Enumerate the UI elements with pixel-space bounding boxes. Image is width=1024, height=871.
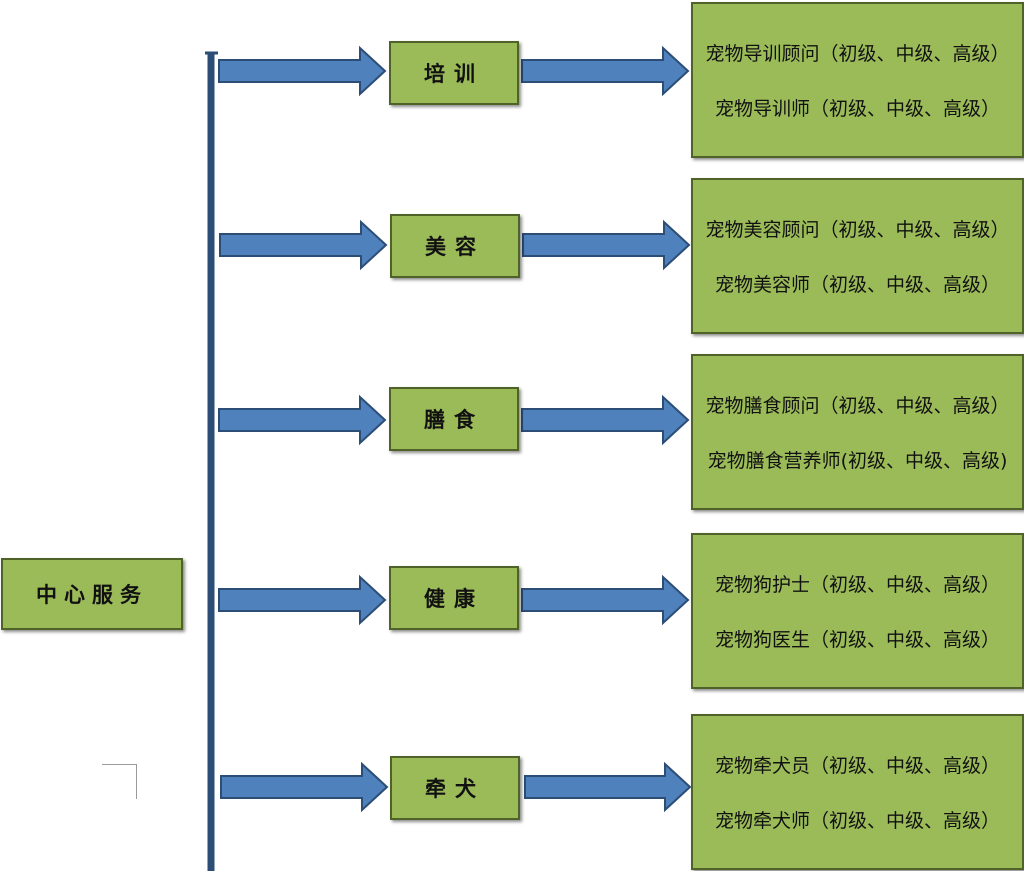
roles-node-dog-walking: 宠物牵犬员（初级、中级、高级） 宠物牵犬师（初级、中级、高级） (691, 714, 1024, 870)
arrow-trunk-to-diet (218, 394, 387, 446)
corner-mark (102, 764, 137, 799)
root-node-center-services: 中心服务 (1, 558, 183, 630)
category-node-dog-walking: 牵犬 (390, 756, 520, 820)
arrow-trunk-to-training (218, 45, 387, 97)
role-health-doctor: 宠物狗医生（初级、中级、高级） (714, 629, 1000, 652)
root-node-label: 中心服务 (36, 583, 148, 607)
category-node-training: 培训 (389, 41, 519, 105)
roles-node-training: 宠物导训顾问（初级、中级、高级） 宠物导训师（初级、中级、高级） (691, 2, 1024, 158)
arrow-trunk-to-dog-walking (220, 761, 389, 813)
category-label-training: 培训 (424, 62, 484, 86)
arrow-grooming-to-roles (522, 219, 691, 271)
roles-node-grooming: 宠物美容顾问（初级、中级、高级） 宠物美容师（初级、中级、高级） (691, 178, 1024, 334)
category-label-health: 健康 (424, 587, 484, 611)
role-diet-advisor: 宠物膳食顾问（初级、中级、高级） (705, 394, 1010, 417)
category-label-diet: 膳食 (424, 408, 484, 432)
arrow-training-to-roles (521, 45, 690, 97)
category-node-diet: 膳食 (389, 387, 519, 451)
category-node-grooming: 美容 (390, 214, 520, 278)
role-health-nurse: 宠物狗护士（初级、中级、高级） (714, 573, 1000, 596)
category-label-dog-walking: 牵犬 (425, 777, 485, 801)
arrow-trunk-to-health (218, 574, 387, 626)
roles-node-diet: 宠物膳食顾问（初级、中级、高级） 宠物膳食营养师(初级、中级、高级) (691, 354, 1024, 510)
category-label-grooming: 美容 (425, 235, 485, 259)
role-grooming-groomer: 宠物美容师（初级、中级、高级） (714, 274, 1000, 297)
arrow-health-to-roles (521, 574, 690, 626)
role-dog-walking-handler: 宠物牵犬师（初级、中级、高级） (714, 810, 1000, 833)
role-grooming-advisor: 宠物美容顾问（初级、中级、高级） (705, 218, 1010, 241)
roles-node-health: 宠物狗护士（初级、中级、高级） 宠物狗医生（初级、中级、高级） (691, 533, 1024, 689)
role-training-trainer: 宠物导训师（初级、中级、高级） (714, 98, 1000, 121)
arrow-dog-walking-to-roles (524, 761, 692, 813)
role-diet-nutritionist: 宠物膳食营养师(初级、中级、高级) (707, 450, 1008, 473)
role-training-advisor: 宠物导训顾问（初级、中级、高级） (705, 42, 1010, 65)
arrow-trunk-to-grooming (219, 219, 388, 271)
category-node-health: 健康 (389, 566, 519, 630)
arrow-diet-to-roles (521, 394, 690, 446)
role-dog-walking-walker: 宠物牵犬员（初级、中级、高级） (714, 754, 1000, 777)
